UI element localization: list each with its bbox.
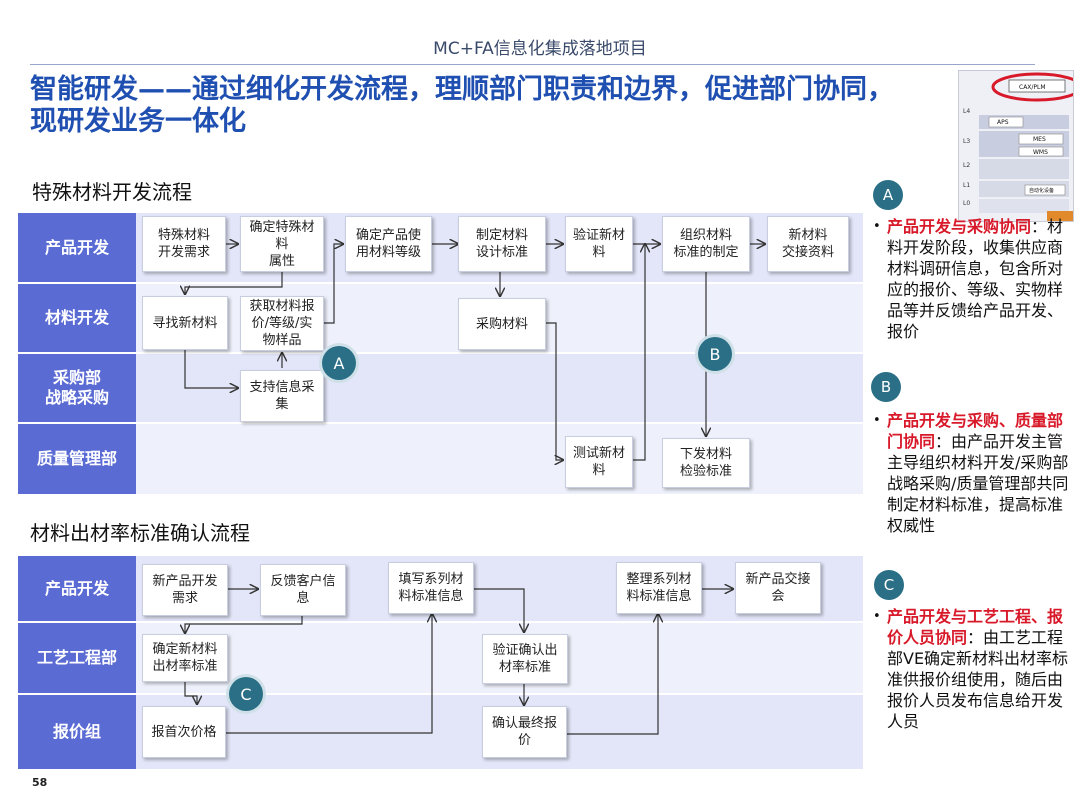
flow-box-new-product-handover: 新产品交接 会 bbox=[735, 562, 821, 614]
flow-box-customer-feedback: 反馈客户信 息 bbox=[260, 564, 346, 616]
flow-box-first-quote: 报首次价格 bbox=[142, 706, 226, 758]
side-marker-b: B bbox=[871, 372, 901, 402]
flow-box-verify-yield-standard: 验证确认出 材率标准 bbox=[482, 634, 568, 684]
bullet-icon: • bbox=[873, 410, 881, 431]
page-number: 58 bbox=[32, 776, 47, 789]
flow-box-determine-yield-standard: 确定新材料 出材率标准 bbox=[142, 634, 228, 682]
flow-box-fill-series-standard: 填写系列材 料标准信息 bbox=[388, 562, 474, 614]
side-note-b: • 产品开发与采购、质量部门协同：由产品开发主管主导组织材料开发/采购部战略采购… bbox=[887, 410, 1072, 536]
side-note-a-highlight: 产品开发与采购协同 bbox=[887, 217, 1031, 236]
flow-box-organize-series-standard: 整理系列材 料标准信息 bbox=[616, 562, 702, 614]
side-note-a: • 产品开发与采购协同：材料开发阶段，收集供应商材料调研信息，包含所对应的报价、… bbox=[887, 216, 1072, 342]
bullet-icon: • bbox=[873, 216, 881, 237]
side-note-c: • 产品开发与工艺工程、报价人员协同：由工艺工程部VE确定新材料出材率标准供报价… bbox=[887, 606, 1072, 732]
marker-c-flow: C bbox=[229, 677, 263, 711]
flow-box-new-product-demand: 新产品开发 需求 bbox=[142, 564, 228, 616]
side-marker-a: A bbox=[873, 180, 903, 210]
bullet-icon: • bbox=[873, 606, 881, 627]
flow-box-confirm-final-quote: 确认最终报 价 bbox=[482, 706, 567, 758]
side-marker-c: C bbox=[874, 570, 904, 600]
